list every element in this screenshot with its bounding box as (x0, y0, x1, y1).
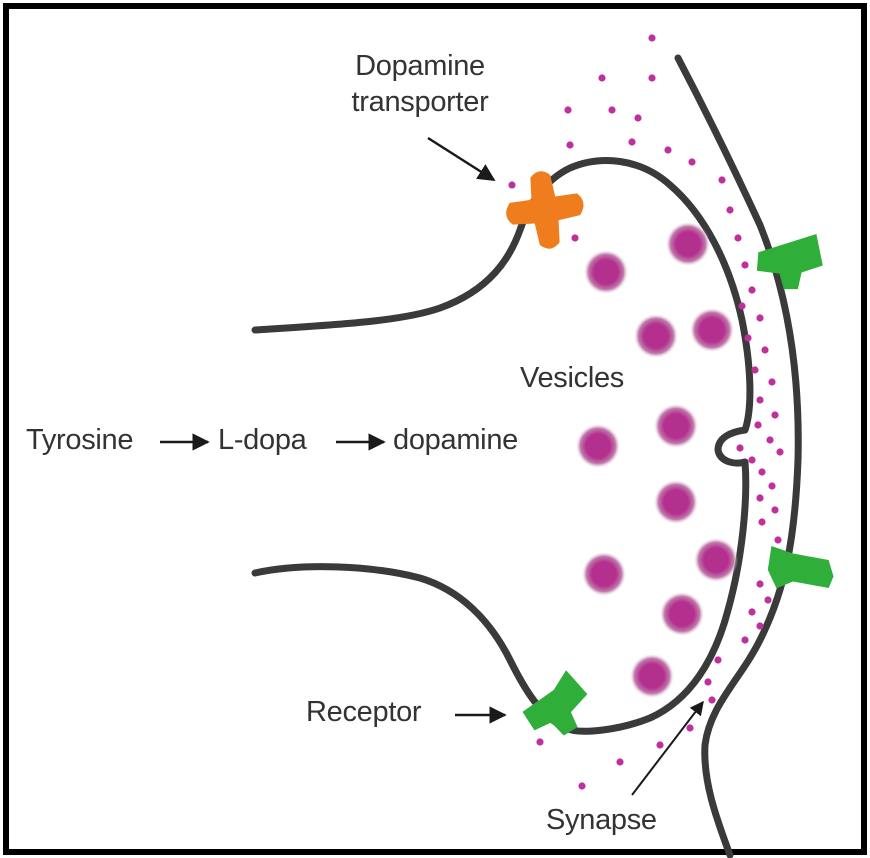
dopamine-molecule (744, 334, 751, 341)
dopamine-molecule (741, 261, 748, 268)
synapse-label: Synapse (546, 806, 657, 835)
dopamine-molecule (664, 146, 671, 153)
dopamine-molecule (571, 234, 578, 241)
dopamine-molecule (776, 448, 783, 455)
dopamine-molecule (564, 106, 571, 113)
dopamine-molecule (771, 411, 778, 418)
dopamine-molecule (718, 176, 725, 183)
vesicle (654, 480, 698, 524)
dopamine-molecule (688, 158, 695, 165)
dopamine-molecule (708, 696, 715, 703)
vesicle (584, 250, 628, 294)
dopamine-molecule (648, 34, 655, 41)
dopamine-molecule (738, 302, 745, 309)
transporter-arrow (428, 138, 494, 180)
dopamine-molecule (774, 536, 781, 543)
vesicle (660, 592, 704, 636)
dopamine-molecule (766, 436, 773, 443)
dopamine-molecule (634, 114, 641, 121)
dopamine-molecule (704, 678, 711, 685)
dopamine-molecule (508, 181, 515, 188)
dopamine-molecule (714, 656, 721, 663)
synapse-arrow (632, 702, 703, 795)
dopamine-molecule (758, 518, 765, 525)
dopamine-molecule (756, 580, 763, 587)
dopamine-molecule (536, 738, 543, 745)
vesicles-label: Vesicles (520, 364, 624, 393)
dopamine-molecule (656, 741, 663, 748)
vesicle (666, 222, 710, 266)
vesicle (654, 404, 698, 448)
vesicle-group (576, 222, 738, 698)
vesicle (576, 424, 620, 468)
dopamine-molecule (736, 444, 743, 451)
dopamine-molecule (726, 206, 733, 213)
dopamine-molecule (616, 758, 623, 765)
dopamine-molecule (741, 636, 748, 643)
dopamine-label: dopamine (393, 426, 518, 455)
dopamine-molecule (748, 286, 755, 293)
dopamine-molecule (686, 724, 693, 731)
receptor-label: Receptor (306, 698, 421, 727)
dopamine-molecule (764, 596, 771, 603)
dopamine-molecule (768, 482, 775, 489)
dopamine-molecule (751, 366, 758, 373)
vesicle (634, 314, 678, 358)
dopamine-molecule (754, 421, 761, 428)
vesicle (582, 552, 626, 596)
dopamine-molecule (748, 456, 755, 463)
postsynaptic-membrane (678, 58, 798, 855)
dopamine-molecule (578, 782, 585, 789)
dopamine-molecule (608, 106, 615, 113)
vesicle (690, 308, 734, 352)
tyrosine-label: Tyrosine (26, 426, 133, 455)
receptor-icon-lower (767, 546, 836, 593)
receptor-icon-presynaptic (517, 669, 599, 749)
vesicle (630, 654, 674, 698)
dopamine-molecule (768, 378, 775, 385)
dopamine-molecule (756, 314, 763, 321)
dopamine-molecule (771, 506, 778, 513)
vesicle (694, 538, 738, 582)
dopamine-molecule (756, 396, 763, 403)
dopamine-molecule (758, 468, 765, 475)
dopamine-molecule (756, 622, 763, 629)
dopamine-molecule (628, 138, 635, 145)
dopamine-molecule (756, 494, 763, 501)
transporter-label: Dopamine transporter (330, 52, 510, 117)
dopamine-molecule (598, 74, 605, 81)
transporter-label-line2: transporter (330, 88, 510, 117)
dopamine-molecule (566, 141, 573, 148)
dopamine-molecule (734, 234, 741, 241)
ldopa-label: L-dopa (218, 426, 307, 455)
dopamine-molecule (748, 608, 755, 615)
dopamine-molecule (761, 346, 768, 353)
transporter-label-line1: Dopamine (330, 52, 510, 81)
dopamine-molecule (648, 74, 655, 81)
